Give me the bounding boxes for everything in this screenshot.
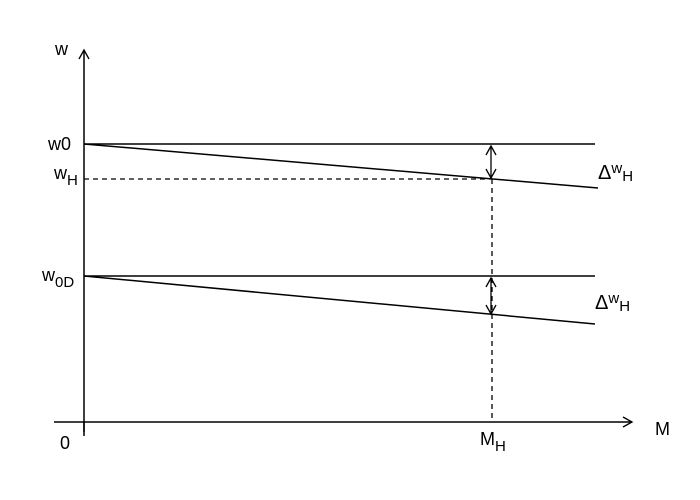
delta-wH-upper-label: ΔwH bbox=[598, 160, 634, 185]
w0-label: w0 bbox=[48, 134, 72, 154]
y-axis-label: w bbox=[55, 39, 68, 59]
characteristic-line-upper bbox=[83, 143, 599, 189]
wH-label: wH bbox=[54, 163, 78, 189]
delta-wH-lower-label: ΔwH bbox=[595, 290, 631, 315]
MH-label: MH bbox=[480, 429, 506, 455]
w0D-label: w0D bbox=[42, 265, 75, 291]
characteristic-line-lower bbox=[83, 275, 596, 325]
origin-label: 0 bbox=[60, 433, 71, 453]
x-axis-label: M bbox=[655, 419, 670, 439]
